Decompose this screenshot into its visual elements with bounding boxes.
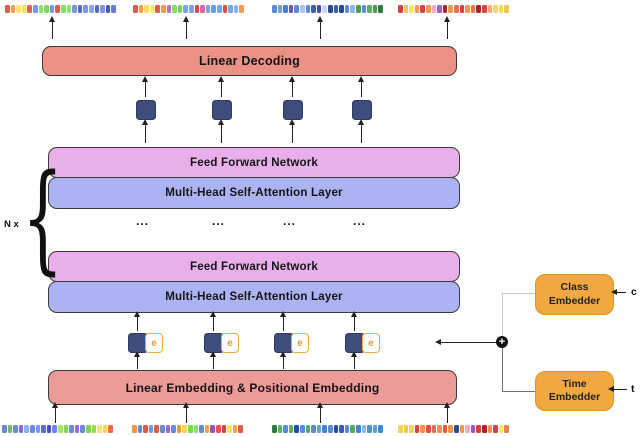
arrow-up-icon bbox=[357, 119, 366, 143]
arrow-up-icon bbox=[133, 311, 142, 331]
class-embedder-block: Class Embedder bbox=[535, 274, 614, 315]
arrow-up-icon bbox=[209, 351, 218, 369]
time-embedder-connector bbox=[502, 348, 536, 392]
arrow-up-icon bbox=[288, 76, 297, 97]
time-embedder-label-line2: Embedder bbox=[548, 391, 601, 403]
arrow-up-icon bbox=[350, 311, 359, 331]
latent-token bbox=[352, 100, 372, 120]
ellipsis-label: ... bbox=[283, 214, 297, 228]
arrow-up-icon bbox=[217, 76, 226, 97]
ellipsis-label: ... bbox=[353, 214, 367, 228]
arrow-up-icon bbox=[443, 16, 452, 39]
latent-token bbox=[283, 100, 303, 120]
embedding-token: e bbox=[221, 333, 239, 353]
token-strip-bottom-4 bbox=[398, 425, 509, 433]
conditioning-arrow-left-icon bbox=[435, 338, 497, 346]
ellipsis-label: ... bbox=[136, 214, 150, 228]
arrow-up-icon bbox=[209, 311, 218, 331]
latent-token bbox=[212, 100, 232, 120]
arrow-up-icon bbox=[316, 402, 325, 423]
arrow-up-icon bbox=[141, 119, 150, 143]
ellipsis-label: ... bbox=[212, 214, 226, 228]
arrow-up-icon bbox=[182, 402, 191, 423]
arrow-up-icon bbox=[357, 76, 366, 97]
arrow-up-icon bbox=[217, 119, 226, 143]
embedding-token: e bbox=[291, 333, 309, 353]
time-symbol-label: t bbox=[631, 383, 635, 395]
token-strip-top-1 bbox=[5, 5, 116, 13]
arrow-up-icon bbox=[48, 16, 57, 39]
token-strip-top-4 bbox=[398, 5, 509, 13]
linear-embedding-block: Linear Embedding & Positional Embedding bbox=[48, 370, 457, 405]
class-embedder-connector bbox=[502, 293, 536, 338]
embedding-token: e bbox=[362, 333, 380, 353]
token-strip-bottom-3 bbox=[272, 425, 383, 433]
arrow-up-icon bbox=[443, 402, 452, 423]
time-embedder-label-line1: Time bbox=[562, 377, 587, 390]
token-strip-top-2 bbox=[133, 5, 244, 13]
arrow-up-icon bbox=[350, 351, 359, 369]
feed-forward-block-1: Feed Forward Network bbox=[48, 147, 460, 178]
mhsa-block-2: Multi-Head Self-Attention Layer bbox=[48, 281, 460, 313]
linear-decoding-block: Linear Decoding bbox=[42, 46, 457, 76]
arrow-up-icon bbox=[316, 16, 325, 39]
repeat-brace: { bbox=[22, 148, 64, 286]
arrow-up-icon bbox=[133, 351, 142, 369]
repeat-count-label: N x bbox=[4, 219, 19, 230]
arrow-up-icon bbox=[182, 16, 191, 39]
arrow-up-icon bbox=[279, 311, 288, 331]
feed-forward-block-2: Feed Forward Network bbox=[48, 251, 460, 282]
arrow-up-icon bbox=[279, 351, 288, 369]
embedding-token: e bbox=[145, 333, 163, 353]
latent-token bbox=[136, 100, 156, 120]
token-strip-bottom-1 bbox=[2, 425, 113, 433]
arrow-up-icon bbox=[141, 76, 150, 97]
token-strip-bottom-2 bbox=[132, 425, 243, 433]
class-embedder-label-line2: Embedder bbox=[548, 294, 601, 307]
class-symbol-label: c bbox=[631, 286, 637, 298]
token-strip-top-3 bbox=[272, 5, 383, 13]
arrow-up-icon bbox=[288, 119, 297, 143]
mhsa-block-1: Multi-Head Self-Attention Layer bbox=[48, 177, 460, 209]
plus-circle-icon: + bbox=[496, 336, 508, 348]
time-input-arrow-icon bbox=[608, 385, 627, 393]
class-input-arrow-icon bbox=[611, 288, 626, 296]
time-embedder-block: Time Embedder bbox=[535, 371, 614, 411]
arrow-up-icon bbox=[51, 402, 60, 423]
class-embedder-label-line1: Class bbox=[560, 281, 589, 294]
